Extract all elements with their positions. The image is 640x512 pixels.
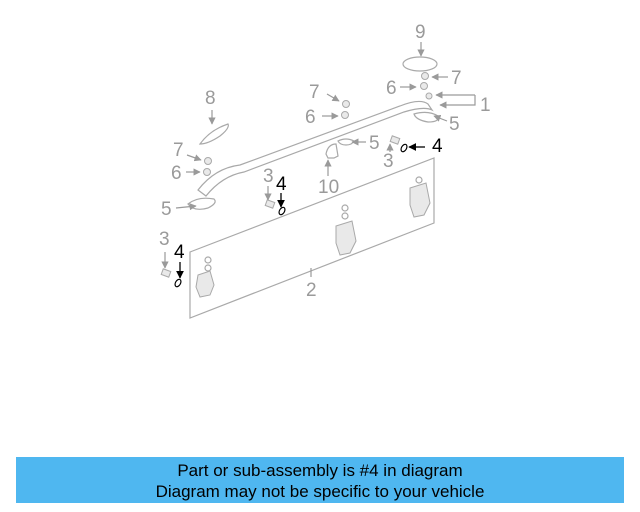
callout-1: 1: [480, 95, 491, 116]
callout-7-left: 7: [173, 140, 184, 161]
callout-5-left: 5: [161, 199, 172, 220]
cover-part-9: [402, 56, 438, 72]
roof-rail: [197, 100, 434, 197]
callout-3-left: 3: [159, 229, 170, 250]
callout-4-left: 4: [174, 242, 185, 263]
end-cap-middle: [337, 138, 355, 146]
callout-4-right: 4: [432, 136, 443, 157]
cover-part-8: [198, 123, 229, 145]
panel-bracket-middle: [335, 204, 357, 256]
part-4-leaders: [176, 143, 425, 279]
callout-7-top-right: 7: [451, 68, 462, 89]
lift-gate-panel: [189, 157, 435, 319]
end-cap-right: [413, 111, 439, 123]
callout-2: 2: [306, 280, 317, 301]
leader-lines: [161, 42, 476, 277]
callout-6-left: 6: [171, 163, 182, 184]
callout-5-right: 5: [449, 114, 460, 135]
parts-diagram: 9 7 6 1 5 8 7 6 5 7 6 5 3 3 3 10 2 4 4 4: [159, 22, 491, 319]
callout-4-middle: 4: [276, 174, 287, 195]
callout-9: 9: [415, 22, 426, 43]
callout-6-middle: 6: [305, 107, 316, 128]
caption-line-disclaimer: Diagram may not be specific to your vehi…: [155, 482, 485, 501]
callout-5-middle: 5: [369, 133, 380, 154]
callout-6-top-right: 6: [386, 78, 397, 99]
caption-line-part: Part or sub-assembly is #4 in diagram: [177, 461, 463, 480]
callout-labels: 9 7 6 1 5 8 7 6 5 7 6 5 3 3 3 10 2 4 4 4: [159, 22, 491, 301]
callout-8: 8: [205, 88, 216, 109]
end-cap-left: [187, 197, 216, 210]
callout-10: 10: [318, 177, 339, 198]
panel-bracket-right: [409, 176, 431, 218]
callout-3-middle: 3: [263, 166, 274, 187]
panel-bracket-left: [195, 256, 215, 298]
caption-banner: Part or sub-assembly is #4 in diagram Di…: [16, 457, 624, 503]
callout-3-right: 3: [383, 151, 394, 172]
callout-7-middle: 7: [309, 82, 320, 103]
bracket-part-10: [325, 143, 339, 159]
fastener-set: [160, 72, 433, 278]
